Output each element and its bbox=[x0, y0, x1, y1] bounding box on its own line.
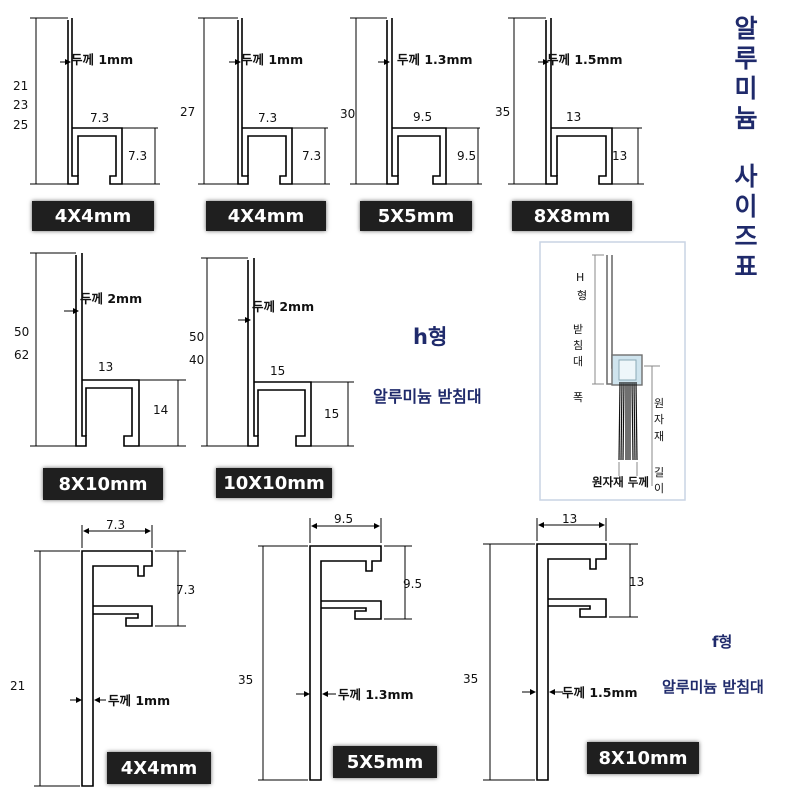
inset-label-stand-2: 침 bbox=[573, 339, 583, 352]
width-label: 9.5 bbox=[334, 512, 353, 526]
thickness-label: 두께 1.5mm bbox=[547, 52, 623, 67]
inset-label-length-2: 이 bbox=[654, 482, 664, 495]
height-label-21: 21 bbox=[13, 79, 28, 93]
dims-row2-a bbox=[30, 252, 186, 447]
dims-row2-b bbox=[201, 257, 354, 447]
title-char: 이 bbox=[734, 192, 758, 221]
h-profile-4x4-a bbox=[67, 18, 123, 185]
title-char: 미 bbox=[734, 74, 758, 103]
inset-label-stand-3: 대 bbox=[573, 355, 583, 368]
height-label-35: 35 bbox=[495, 105, 510, 119]
size-badge: 5X5mm bbox=[360, 201, 472, 231]
title-char: 알 bbox=[734, 14, 758, 43]
inset-labels: H 형 받 침 대 폭 원 자 재 길 이 bbox=[573, 271, 664, 495]
inset-label-width: 폭 bbox=[573, 391, 583, 404]
thickness-label: 두께 1.3mm bbox=[397, 52, 473, 67]
f-profile-5x5 bbox=[309, 545, 382, 781]
thickness-label: 두께 1mm bbox=[241, 52, 303, 67]
inset-label-material-thickness: 원자재 두께 bbox=[592, 475, 649, 489]
height-label-27: 27 bbox=[180, 105, 195, 119]
size-badge: 10X10mm bbox=[216, 468, 332, 498]
inset-label-material-1: 원 bbox=[654, 397, 664, 410]
dims-row1-d bbox=[508, 17, 644, 185]
f-profile-8x10 bbox=[536, 543, 607, 781]
size-badge: 5X5mm bbox=[333, 746, 437, 778]
f-type-label: f형 bbox=[712, 633, 733, 651]
height-label-21: 21 bbox=[10, 679, 25, 693]
thickness-label: 두께 1mm bbox=[71, 52, 133, 67]
dims-row1-c bbox=[350, 17, 482, 185]
thickness-label: 두께 2mm bbox=[252, 299, 314, 314]
width-label: 15 bbox=[270, 364, 285, 378]
inset-label-length-1: 길 bbox=[654, 466, 664, 479]
inset-label-h: H bbox=[576, 271, 584, 284]
inset-label-material-2: 자 bbox=[654, 413, 664, 426]
inset-label-material-3: 재 bbox=[654, 430, 664, 443]
height-label-50: 50 bbox=[189, 330, 204, 344]
slot-height-label: 15 bbox=[324, 407, 339, 421]
thickness-label: 두께 1.3mm bbox=[338, 687, 414, 702]
height-label-30: 30 bbox=[340, 107, 355, 121]
vertical-title: 알 루 미 늄 사 이 즈 표 bbox=[728, 14, 764, 282]
f-type-sublabel: 알루미늄 받침대 bbox=[662, 678, 764, 696]
slot-height-label: 7.3 bbox=[176, 583, 195, 597]
h-type-label: h형 bbox=[413, 325, 448, 349]
slot-height-label: 9.5 bbox=[457, 149, 476, 163]
h-profile-4x4-b bbox=[237, 18, 293, 185]
h-profile-8x8 bbox=[545, 18, 613, 185]
title-char: 표 bbox=[734, 252, 758, 281]
size-badge: 8X8mm bbox=[512, 201, 632, 231]
width-label: 7.3 bbox=[90, 111, 109, 125]
width-label: 13 bbox=[98, 360, 113, 374]
h-profile-8x10 bbox=[75, 253, 140, 447]
f-profile-4x4 bbox=[81, 550, 153, 787]
dims-row1-a bbox=[30, 17, 160, 185]
slot-height-label: 9.5 bbox=[403, 577, 422, 591]
h-profile-10x10 bbox=[247, 258, 312, 447]
size-badge: 8X10mm bbox=[43, 468, 163, 500]
title-char: 늄 bbox=[734, 104, 758, 133]
width-label: 7.3 bbox=[258, 111, 277, 125]
width-label: 13 bbox=[566, 110, 581, 124]
size-badge: 4X4mm bbox=[206, 201, 326, 231]
width-label: 7.3 bbox=[106, 518, 125, 532]
height-label-35: 35 bbox=[463, 672, 478, 686]
slot-height-label: 7.3 bbox=[302, 149, 321, 163]
slot-height-label: 14 bbox=[153, 403, 168, 417]
inset-label-type: 형 bbox=[577, 289, 587, 302]
dims-row3-a bbox=[34, 525, 186, 787]
title-char: 사 bbox=[734, 162, 758, 191]
width-label: 13 bbox=[562, 512, 577, 526]
dims-row3-b bbox=[258, 518, 412, 781]
brush-inset-diagram bbox=[539, 241, 686, 501]
width-label: 9.5 bbox=[413, 110, 432, 124]
thickness-label: 두께 1mm bbox=[108, 693, 170, 708]
thickness-label: 두께 2mm bbox=[80, 291, 142, 306]
slot-height-label: 13 bbox=[612, 149, 627, 163]
slot-height-label: 13 bbox=[629, 575, 644, 589]
height-label-62: 62 bbox=[14, 348, 29, 362]
inset-label-stand-1: 받 bbox=[573, 323, 583, 336]
h-type-sublabel: 알루미늄 받침대 bbox=[373, 387, 482, 406]
thickness-label: 두께 1.5mm bbox=[562, 685, 638, 700]
dims-row1-b bbox=[198, 17, 330, 185]
dims-row3-c bbox=[483, 518, 638, 781]
height-label-50: 50 bbox=[14, 325, 29, 339]
size-badge: 8X10mm bbox=[587, 742, 699, 774]
size-badge: 4X4mm bbox=[107, 752, 211, 784]
height-label-35: 35 bbox=[238, 673, 253, 687]
slot-height-label: 7.3 bbox=[128, 149, 147, 163]
height-label-40: 40 bbox=[189, 353, 204, 367]
height-label-25: 25 bbox=[13, 118, 28, 132]
size-badge: 4X4mm bbox=[32, 201, 154, 231]
title-char: 즈 bbox=[734, 222, 758, 251]
title-char: 루 bbox=[734, 44, 758, 73]
height-label-23: 23 bbox=[13, 98, 28, 112]
h-profile-5x5 bbox=[386, 18, 447, 185]
